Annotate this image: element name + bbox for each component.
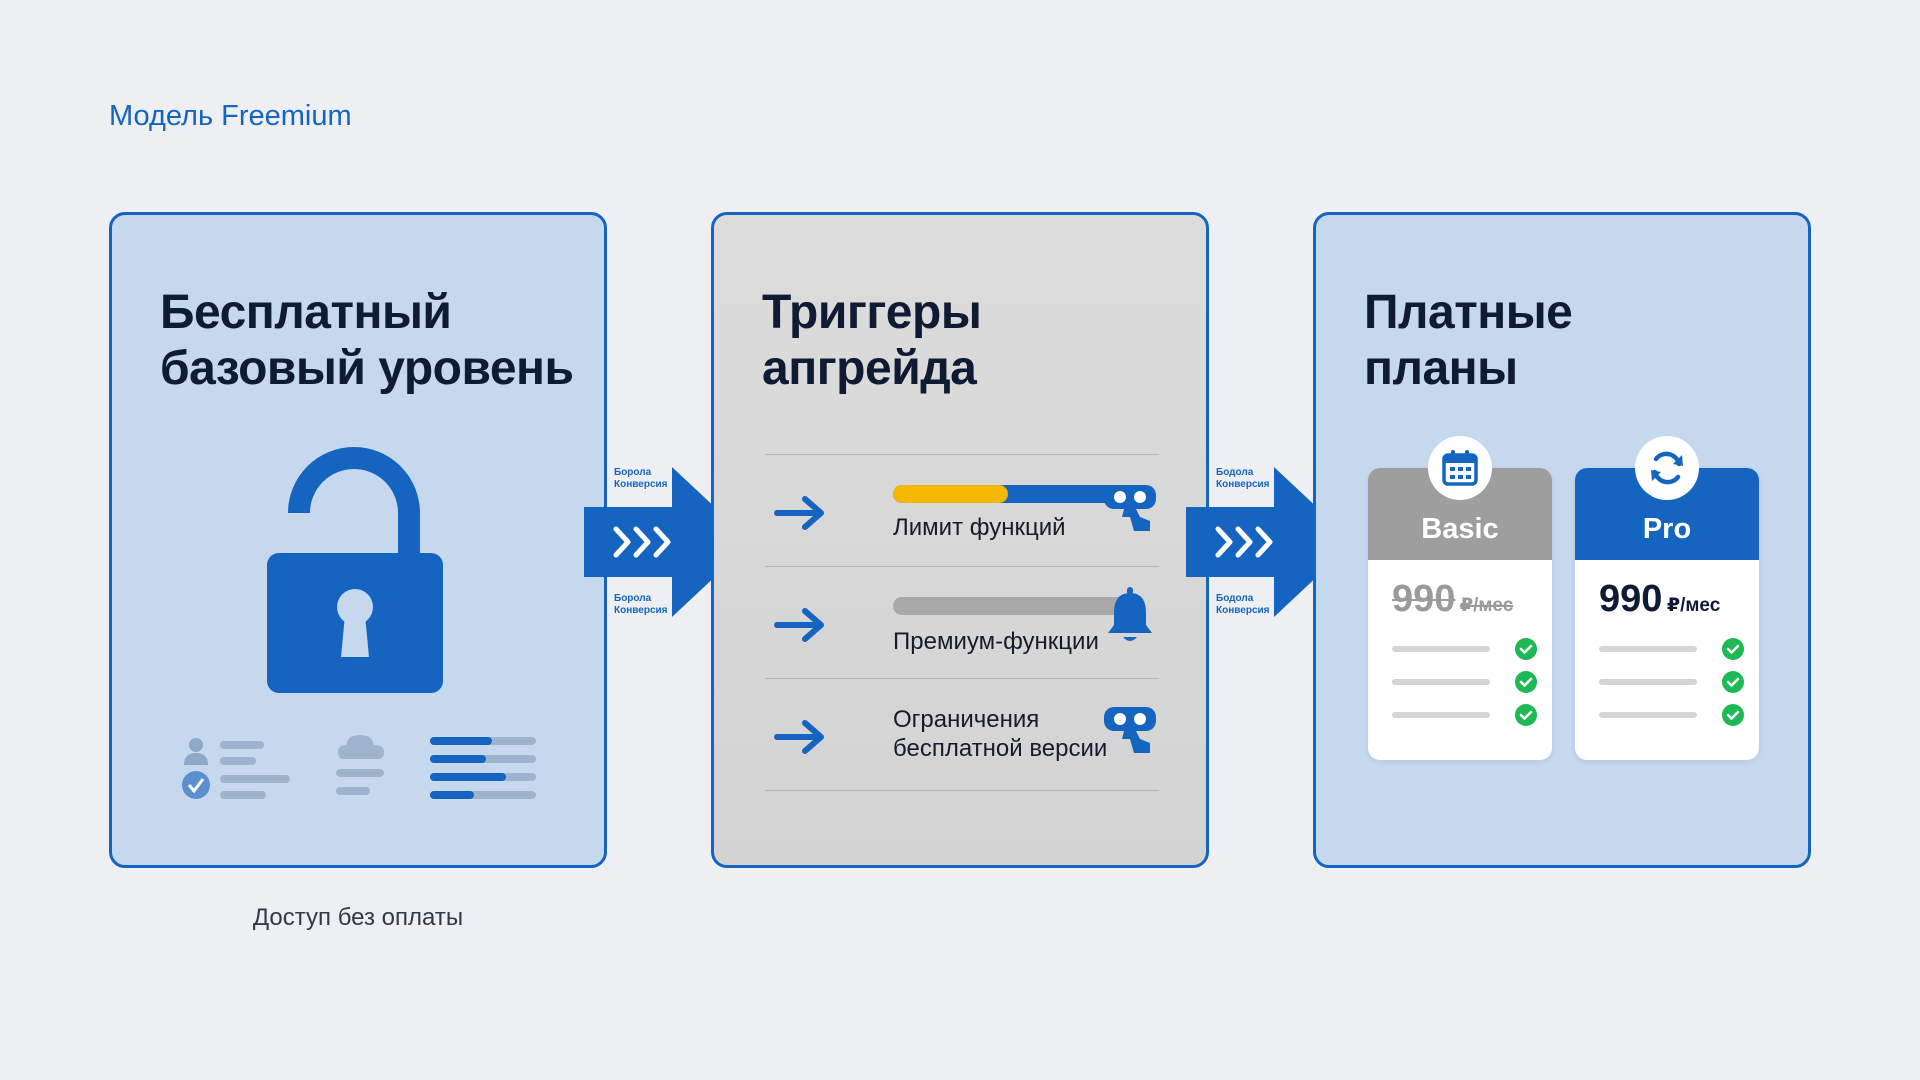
chevron-arrow-icon	[1186, 467, 1354, 617]
conversion-label-top: Бодола Конверсия	[1216, 467, 1270, 490]
trigger-label: Премиум-функции	[893, 628, 1099, 655]
plan-badge	[1635, 436, 1699, 500]
cloud-list-icon	[336, 735, 384, 795]
paid-plans-panel: Платные планы Basic 990 ₽/мес	[1313, 212, 1811, 868]
trigger-label: Лимит функций	[893, 514, 1066, 541]
upgrade-triggers-panel: Триггеры апгрейда Лимит функций Премиум-…	[711, 212, 1209, 868]
unlocked-padlock-icon	[267, 447, 443, 693]
plan-header: Basic	[1368, 436, 1552, 560]
calendar-icon	[1442, 450, 1478, 486]
robot-icon	[1104, 707, 1156, 753]
arrow-right-icon	[774, 608, 824, 642]
divider	[765, 678, 1159, 679]
usage-bar	[893, 597, 1133, 615]
trigger-item: Лимит функций	[765, 455, 1159, 567]
price-unit: ₽/мес	[1459, 595, 1514, 616]
conversion-label-bottom: Борола Конверсия	[614, 593, 668, 616]
divider	[765, 454, 1159, 455]
conversion-label-top: Борола Конверсия	[614, 467, 668, 490]
plan-card-pro[interactable]: Pro 990 ₽/мес	[1575, 436, 1759, 760]
trigger-item: Премиум-функции	[765, 567, 1159, 679]
user-check-list-icon	[182, 738, 290, 799]
check-icon	[1722, 671, 1744, 693]
conversion-arrow-1: Борола Конверсия Борола Конверсия	[584, 467, 752, 617]
divider	[765, 790, 1159, 791]
check-icon	[1722, 704, 1744, 726]
trigger-item: Ограничения бесплатной версии	[765, 679, 1159, 791]
feature-row	[1599, 671, 1744, 693]
plan-header: Pro	[1575, 436, 1759, 560]
check-icon	[1515, 671, 1537, 693]
arrow-right-icon	[774, 720, 824, 754]
feature-row	[1392, 704, 1537, 726]
price-unit: ₽/мес	[1666, 595, 1721, 616]
free-tier-panel: Бесплатный базовый уровень	[109, 212, 607, 868]
refresh-icon	[1651, 451, 1683, 485]
conversion-arrow-2: Бодола Конверсия Бодола Конверсия	[1186, 467, 1354, 617]
plan-price: 990 ₽/мес	[1599, 578, 1720, 621]
plan-price: 990 ₽/мес	[1392, 578, 1513, 621]
paid-plans-heading: Платные планы	[1364, 286, 1573, 395]
chevron-arrow-icon	[584, 467, 752, 617]
plan-badge	[1428, 436, 1492, 500]
usage-bar	[893, 485, 1133, 503]
conversion-label-bottom: Бодола Конверсия	[1216, 593, 1270, 616]
page-title: Модель Freemium	[109, 100, 352, 132]
check-icon	[1722, 638, 1744, 660]
plan-name: Pro	[1642, 513, 1692, 545]
free-tier-caption: Доступ без оплаты	[252, 904, 464, 931]
plan-name: Basic	[1421, 513, 1499, 545]
trigger-label: Ограничения бесплатной версии	[893, 706, 1108, 762]
feature-row	[1599, 704, 1744, 726]
feature-row	[1392, 671, 1537, 693]
check-icon	[1515, 638, 1537, 660]
feature-row	[1392, 638, 1537, 660]
plan-card-basic[interactable]: Basic 990 ₽/мес	[1368, 436, 1552, 760]
feature-row	[1599, 638, 1744, 660]
free-tier-heading: Бесплатный базовый уровень	[160, 286, 574, 395]
triggers-heading: Триггеры апгрейда	[762, 286, 982, 395]
check-icon	[1515, 704, 1537, 726]
progress-bars-icon	[430, 737, 536, 799]
price-value: 990	[1392, 578, 1456, 620]
robot-icon	[1104, 485, 1156, 531]
bell-icon	[1108, 587, 1152, 641]
price-value: 990	[1599, 578, 1663, 620]
divider	[765, 566, 1159, 567]
arrow-right-icon	[774, 496, 824, 530]
